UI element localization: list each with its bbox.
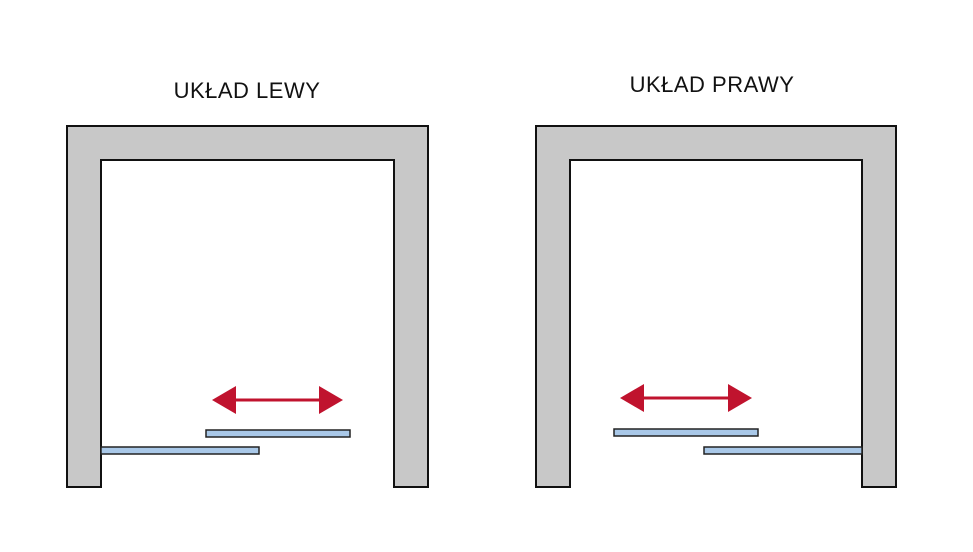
left-layout-wall-frame <box>66 125 429 488</box>
double-arrow-icon <box>620 384 752 412</box>
left-layout-title: UKŁAD LEWY <box>173 78 321 103</box>
right-layout-wall-frame <box>535 125 897 488</box>
left-layout <box>66 125 429 488</box>
right-layout-sliding-glass-panel <box>613 428 759 437</box>
right-layout-fixed-glass-panel <box>703 446 863 455</box>
left-layout-fixed-glass-panel <box>100 446 260 455</box>
double-arrow-icon <box>212 386 343 414</box>
left-layout-sliding-glass-panel <box>205 429 351 438</box>
right-layout <box>535 125 897 488</box>
right-layout-title: UKŁAD PRAWY <box>629 72 795 97</box>
